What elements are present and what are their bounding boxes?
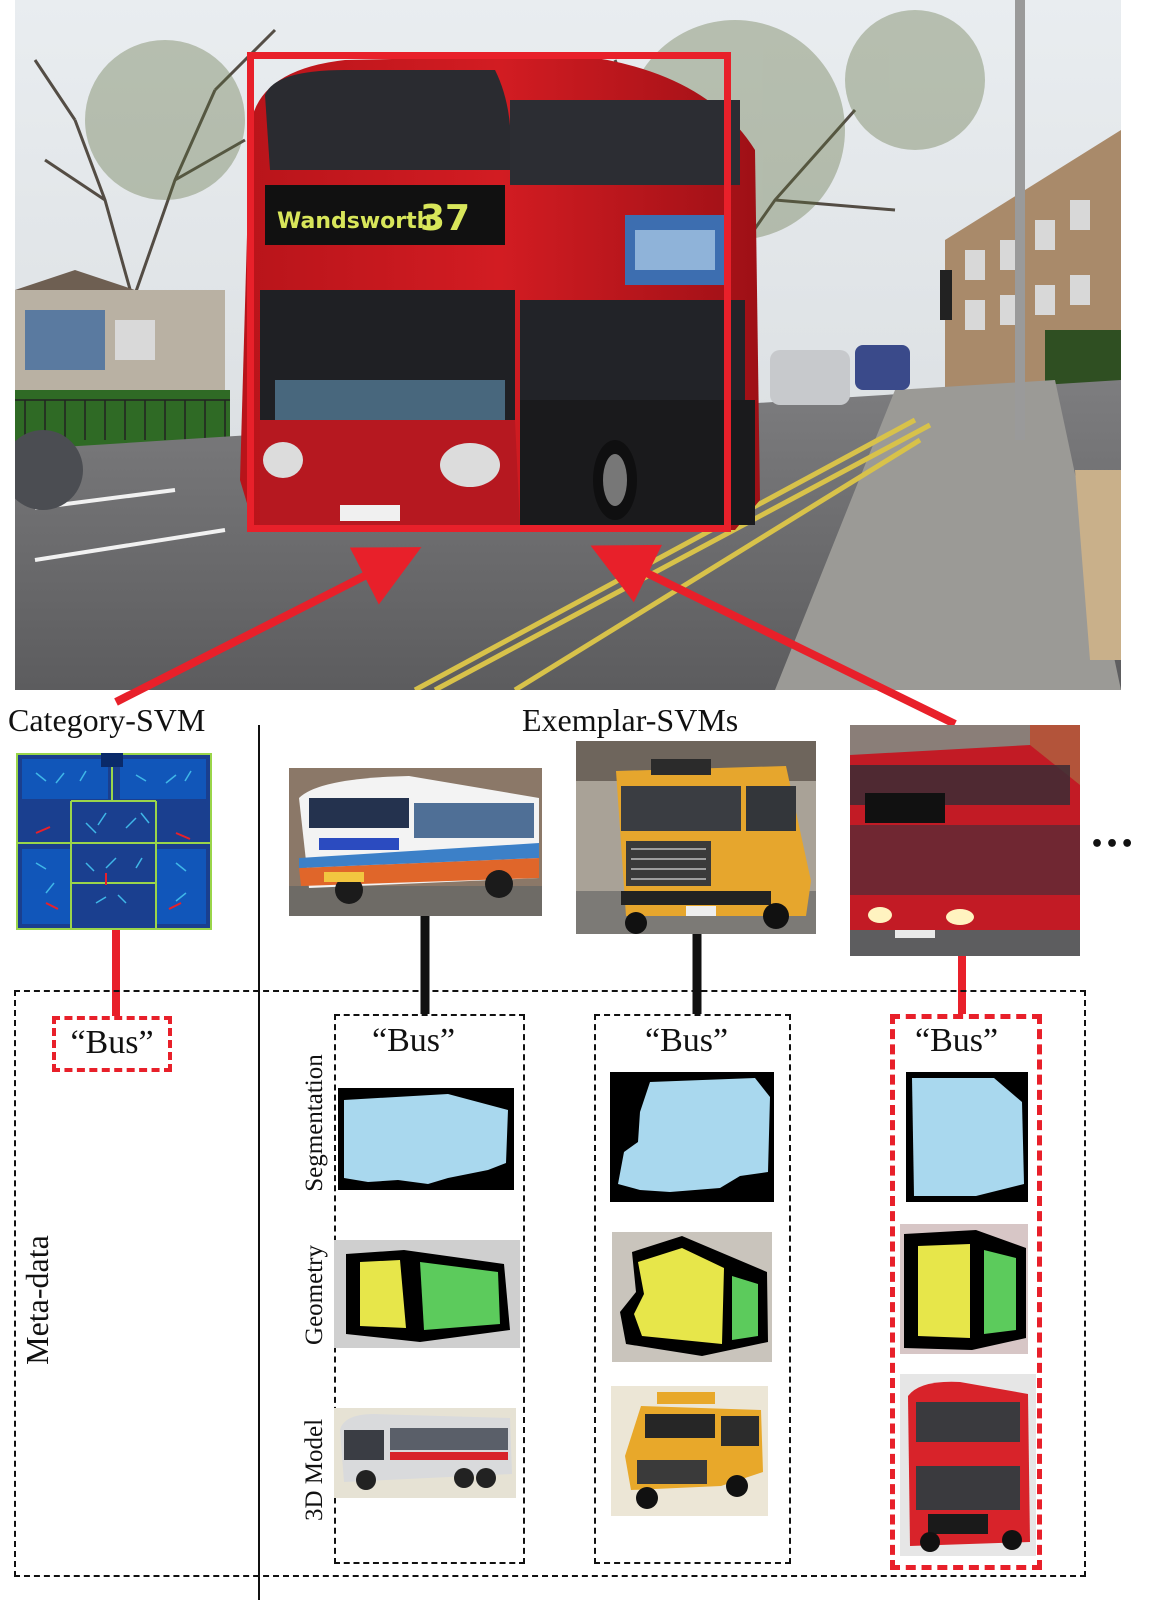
exemplar-3-bus-label: “Bus” <box>915 1022 999 1059</box>
category-bus-label-box: “Bus” <box>52 1016 172 1072</box>
exemplar-svms-label: Exemplar-SVMs <box>522 702 739 738</box>
exemplar-to-detection-arrow <box>590 544 957 728</box>
hog-template-image <box>16 753 212 930</box>
exemplar-2-geometry <box>612 1232 772 1362</box>
exemplar-1-geometry <box>334 1240 520 1348</box>
exemplar-1-photo <box>289 768 542 916</box>
exemplar-3-meta-column <box>890 1014 1042 1570</box>
meta-data-label: Meta-data <box>19 1235 55 1365</box>
destination-sign-text: Wandsworth <box>277 209 432 234</box>
row-label-segmentation: Segmentation <box>301 1054 328 1192</box>
exemplar-2-segmentation <box>610 1072 774 1202</box>
exemplar-2-meta-column <box>594 1014 791 1564</box>
meta-data-region <box>14 990 1086 1577</box>
exemplar-1-segmentation <box>338 1088 514 1190</box>
row-label-geometry: Geometry <box>301 1245 328 1345</box>
more-exemplars-ellipsis: ••• <box>1090 832 1136 857</box>
category-bus-label: “Bus” <box>70 1024 154 1061</box>
exemplar-1-3d-model <box>334 1408 516 1498</box>
exemplar-1-bus-label: “Bus” <box>372 1022 456 1059</box>
exemplar-2-photo <box>576 741 816 934</box>
detection-bounding-box <box>247 52 731 532</box>
category-svm-label: Category-SVM <box>8 702 206 738</box>
double-decker-bus: Wandsworth 37 <box>240 55 760 530</box>
exemplar-2-bus-label: “Bus” <box>645 1022 729 1059</box>
route-number-text: 37 <box>420 198 470 239</box>
exemplar-3-segmentation <box>906 1072 1028 1202</box>
exemplar-2-3d-model <box>611 1386 768 1516</box>
exemplar-3-3d-model <box>900 1374 1036 1556</box>
exemplar-3-geometry <box>900 1224 1028 1354</box>
exemplar-3-photo <box>850 725 1080 956</box>
category-to-detection-arrow <box>114 547 422 706</box>
row-label-3d-model: 3D Model <box>301 1418 328 1522</box>
